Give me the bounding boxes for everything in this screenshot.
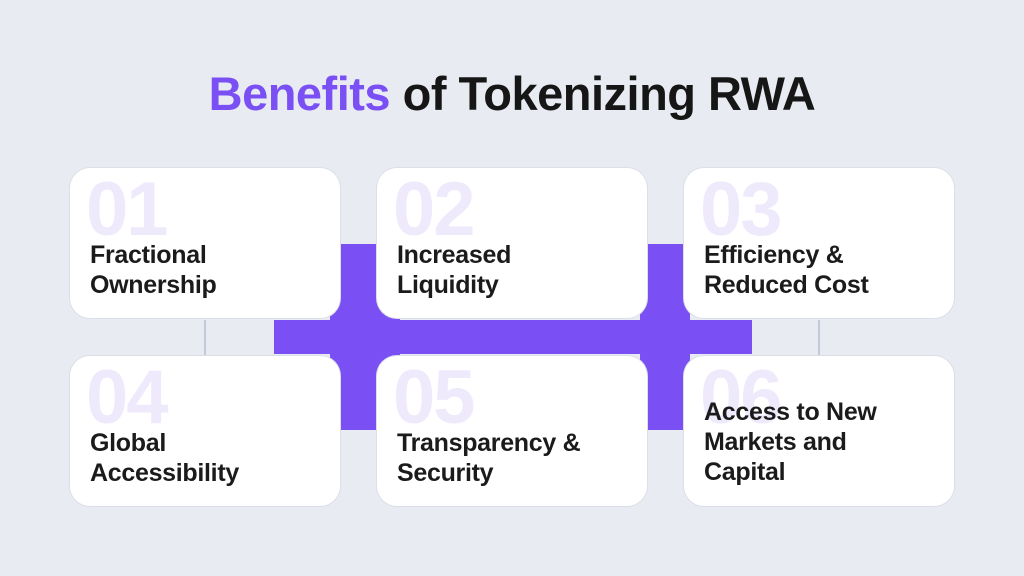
benefit-card-05: 05 Transparency & Security — [377, 356, 647, 506]
connector-horizontal-band — [274, 320, 752, 354]
title-accent: Benefits — [208, 67, 391, 120]
card-number: 02 — [393, 168, 476, 252]
benefit-card-02: 02 Increased Liquidity — [377, 168, 647, 318]
page-title: Benefits of Tokenizing RWA — [0, 66, 1024, 121]
card-label: Increased Liquidity — [397, 241, 512, 299]
card-label: Fractional Ownership — [90, 241, 217, 299]
card-number: 01 — [86, 168, 169, 252]
benefit-card-03: 03 Efficiency & Reduced Cost — [684, 168, 954, 318]
card-number: 04 — [86, 356, 169, 440]
connector-line-left — [204, 320, 206, 356]
card-number: 03 — [700, 168, 783, 252]
benefit-card-04: 04 Global Accessibility — [70, 356, 340, 506]
connector-line-right — [818, 320, 820, 356]
card-label: Efficiency & Reduced Cost — [704, 241, 869, 299]
card-number: 06 — [700, 356, 783, 440]
benefit-card-06: 06 Access to New Markets and Capital — [684, 356, 954, 506]
connector-right-top-arm — [640, 244, 690, 320]
title-rest: of Tokenizing RWA — [390, 67, 816, 120]
card-label: Access to New Markets and Capital — [704, 398, 877, 486]
benefit-card-01: 01 Fractional Ownership — [70, 168, 340, 318]
card-number: 05 — [393, 356, 476, 440]
card-label: Transparency & Security — [397, 429, 581, 487]
connector-right-bottom-arm — [640, 354, 690, 430]
card-label: Global Accessibility — [90, 429, 239, 487]
